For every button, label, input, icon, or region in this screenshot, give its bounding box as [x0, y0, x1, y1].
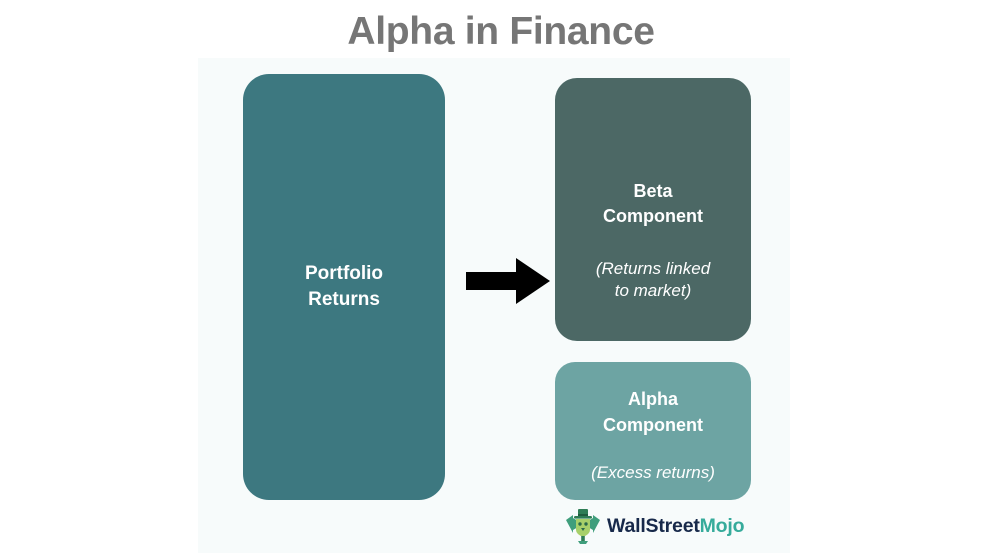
node-portfolio-returns-title: Portfolio Returns	[305, 261, 383, 313]
node-beta-component-title: Beta Component	[603, 179, 703, 230]
logo-text-accent: Mojo	[699, 514, 745, 537]
node-portfolio-returns: Portfolio Returns	[243, 74, 445, 500]
arrow-right-icon	[466, 258, 550, 304]
node-alpha-component-title-line1: Alpha	[627, 389, 678, 410]
node-alpha-component-subtitle: (Excess returns)	[591, 462, 715, 484]
logo-text-primary: WallStreet	[607, 514, 700, 537]
node-beta-component-subtitle: (Returns linked to market)	[596, 258, 710, 303]
node-alpha-component-title: Alpha Component	[603, 387, 703, 438]
node-portfolio-returns-title-line1: Portfolio	[304, 262, 384, 284]
node-portfolio-returns-title-line2: Returns	[308, 289, 380, 310]
node-alpha-component-subtitle-line1: (Excess returns)	[591, 463, 715, 483]
node-beta-component: Beta Component (Returns linked to market…	[555, 78, 751, 341]
page-title: Alpha in Finance	[347, 10, 655, 53]
wallstreetmojo-mark-icon	[566, 508, 600, 544]
wallstreetmojo-logo-text: WallStreetMojo	[607, 514, 745, 538]
node-beta-component-subtitle-line1: (Returns linked	[595, 258, 711, 278]
node-beta-component-title-line2: Component	[603, 206, 703, 227]
node-beta-component-subtitle-line2: to market)	[614, 281, 692, 301]
wallstreetmojo-logo: WallStreetMojo	[566, 508, 745, 544]
node-beta-component-title-line1: Beta	[633, 180, 673, 201]
node-alpha-component-title-line2: Component	[603, 414, 703, 435]
node-alpha-component: Alpha Component (Excess returns)	[555, 362, 751, 500]
